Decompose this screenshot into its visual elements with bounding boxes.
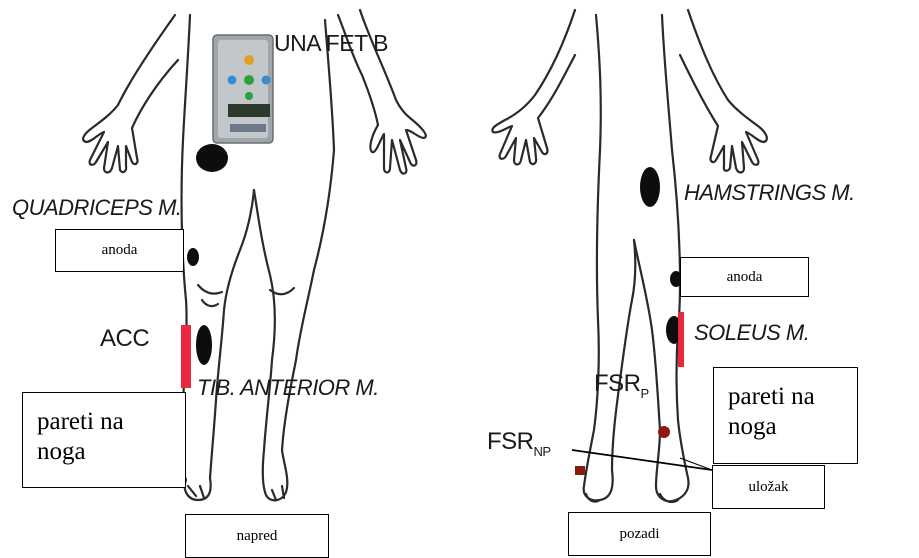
tibialis-anterior-label: TIB. ANTERIOR M.: [197, 375, 379, 401]
accelerometer-marker: [181, 325, 191, 388]
acc-label: ACC: [100, 325, 149, 353]
device-bottom-button: [245, 92, 253, 100]
front-paretic-leg-box: pareti na noga: [22, 392, 186, 488]
device-left-button: [228, 76, 237, 85]
fsr-np-main: FSR: [487, 428, 534, 455]
front-paretic-line1: pareti na: [37, 407, 177, 437]
front-anode-electrode: [187, 248, 199, 266]
soleus-red-strip: [678, 312, 684, 367]
device-display: [228, 104, 270, 117]
back-view-box: pozadi: [568, 512, 711, 556]
back-paretic-line2: noga: [728, 412, 849, 442]
device-right-button: [262, 76, 271, 85]
fsr-p-label: FSRP: [594, 370, 649, 401]
device-bottom-label: [230, 124, 266, 132]
front-paretic-line2: noga: [37, 437, 177, 467]
hamstrings-label: HAMSTRINGS M.: [684, 180, 855, 206]
insole-box: uložak: [712, 465, 825, 509]
back-anode-box: anoda: [680, 257, 809, 297]
hamstrings-electrode: [640, 167, 660, 207]
fsr-np-label: FSRNP: [487, 428, 551, 459]
back-paretic-line1: pareti na: [728, 382, 849, 412]
fsr-np-sensor: [575, 466, 585, 475]
fsr-pointer-line: [572, 450, 712, 470]
device-top-button: [244, 55, 254, 65]
device-center-button: [244, 75, 254, 85]
fsr-np-subscript: NP: [534, 444, 551, 459]
device-label: UNA FET B: [274, 30, 388, 57]
stimulator-device: [213, 35, 273, 143]
tibialis-electrode: [196, 325, 212, 365]
front-anode-box: anoda: [55, 229, 184, 272]
front-view-box: napred: [185, 514, 329, 558]
back-paretic-leg-box: pareti na noga: [713, 367, 858, 464]
fsr-p-main: FSR: [594, 370, 641, 397]
soleus-label: SOLEUS M.: [694, 320, 809, 346]
fsr-p-subscript: P: [641, 386, 649, 401]
quadriceps-label: QUADRICEPS M.: [12, 195, 182, 221]
fsr-p-sensor: [658, 426, 670, 438]
quadriceps-electrode: [196, 144, 228, 172]
